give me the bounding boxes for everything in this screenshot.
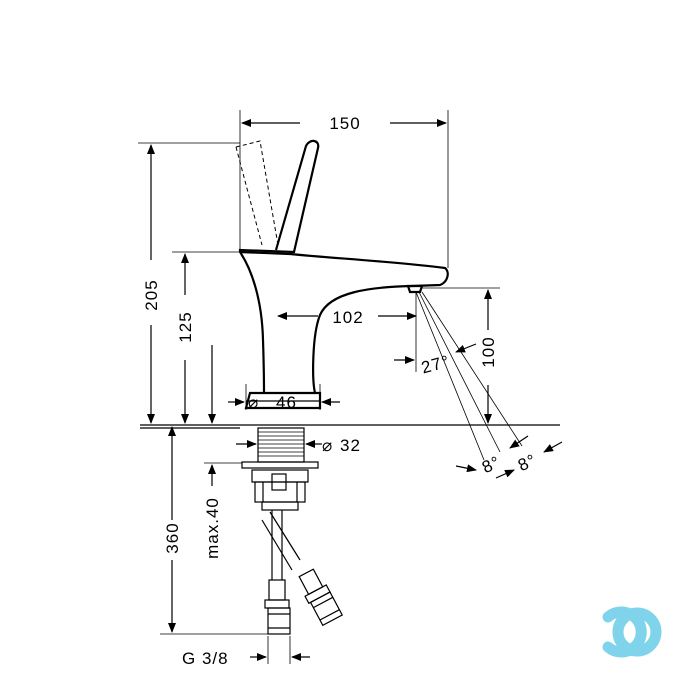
hose-right-2 (261, 519, 293, 571)
dim-46: ⌀ 46 (228, 384, 340, 412)
nut-bottom (261, 501, 299, 511)
dim-32-symbol: ⌀ (322, 436, 333, 455)
dim-360: 360 (160, 426, 268, 635)
dim-125-label: 125 (176, 311, 195, 342)
dim-thread: G 3/8 (182, 636, 310, 668)
dim-150: 150 (239, 110, 449, 268)
washer (241, 461, 319, 469)
dim-100-label: 100 (479, 336, 498, 367)
dim-46-label: 46 (276, 393, 297, 412)
mounting-assembly (241, 427, 344, 635)
dim-125: 125 (172, 251, 240, 424)
water-jet: 27° 8° 8° (394, 291, 563, 479)
shank-threaded (257, 427, 305, 463)
angle-27-label: 27° (419, 352, 452, 378)
dim-max40: max.40 (203, 462, 242, 559)
dim-32-label: 32 (340, 436, 361, 455)
aerator (406, 284, 424, 294)
hose-right-1 (269, 511, 301, 561)
dim-205: 205 (138, 142, 240, 424)
nut-top (251, 469, 309, 483)
angle-8b-label: 8° (515, 450, 540, 475)
dim-46-symbol: ⌀ (248, 393, 259, 412)
handle-alt-position (235, 140, 279, 246)
dim-100: 100 (422, 287, 500, 424)
dim-150-label: 150 (329, 114, 360, 133)
dim-360-label: 360 (163, 522, 182, 553)
dim-102-label: 102 (332, 308, 363, 327)
connector-left (267, 607, 291, 635)
body-front (239, 251, 266, 394)
dim-32: ⌀ 32 (236, 436, 361, 455)
dim-thread-label: G 3/8 (182, 649, 229, 668)
cd-logo (602, 606, 662, 658)
dim-max40-label: max.40 (203, 497, 222, 559)
dim-205-label: 205 (142, 279, 161, 310)
connector-right (309, 591, 344, 627)
handle-lever (238, 139, 320, 254)
nut-center (271, 473, 287, 491)
spout-body (239, 250, 449, 394)
dim-102: 102 (277, 292, 417, 372)
